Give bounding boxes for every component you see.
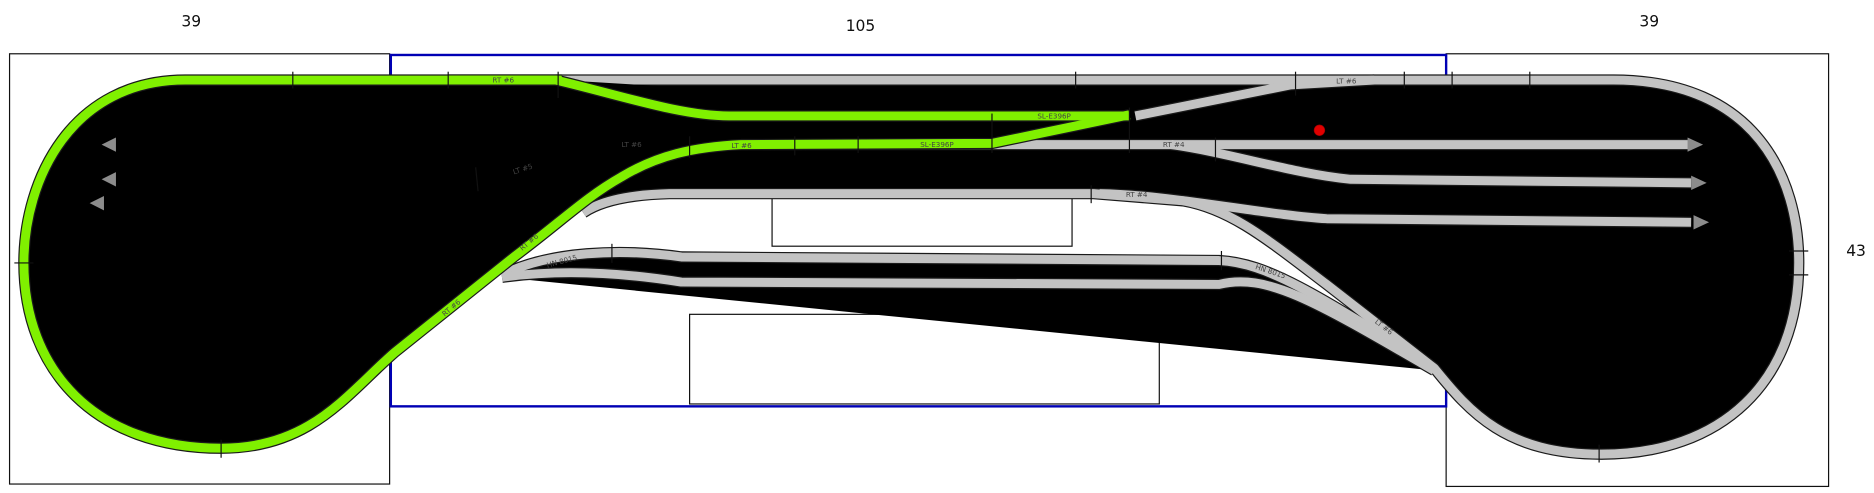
turnout-label: SL-E396P (1037, 111, 1071, 120)
turnout-label: RT #4 (1163, 140, 1185, 149)
dimension-left-width: 39 (181, 12, 201, 30)
turnout-label: RT #4 (1126, 190, 1148, 199)
arrow-right-2 (1691, 175, 1707, 191)
track-lower-2 (501, 272, 1435, 371)
arrow-right-1 (1687, 137, 1704, 152)
turnout-label: LT #6 (731, 141, 752, 150)
turnout-label: RT #6 (492, 75, 514, 84)
turnout-label: SL-E396P (920, 140, 954, 149)
dimension-height: 43 (1846, 242, 1866, 260)
rail-joints (14, 71, 1809, 463)
arrow-left-1 (101, 137, 116, 152)
track-stub-right-2 (1099, 193, 1692, 223)
arrow-left-3 (89, 196, 104, 211)
marker-dot (1313, 124, 1326, 136)
arrow-left-2 (101, 172, 116, 187)
green-left-loop (23, 80, 1130, 449)
turnout-label: LT #6 (621, 140, 642, 149)
dimension-right-width: 39 (1639, 12, 1659, 30)
dimension-center-width: 105 (846, 17, 876, 35)
arrow-right-3 (1693, 215, 1710, 230)
turnout-label: LT #6 (1336, 77, 1357, 86)
selected-route (23, 80, 1130, 449)
track-end-arrows (89, 137, 1710, 230)
